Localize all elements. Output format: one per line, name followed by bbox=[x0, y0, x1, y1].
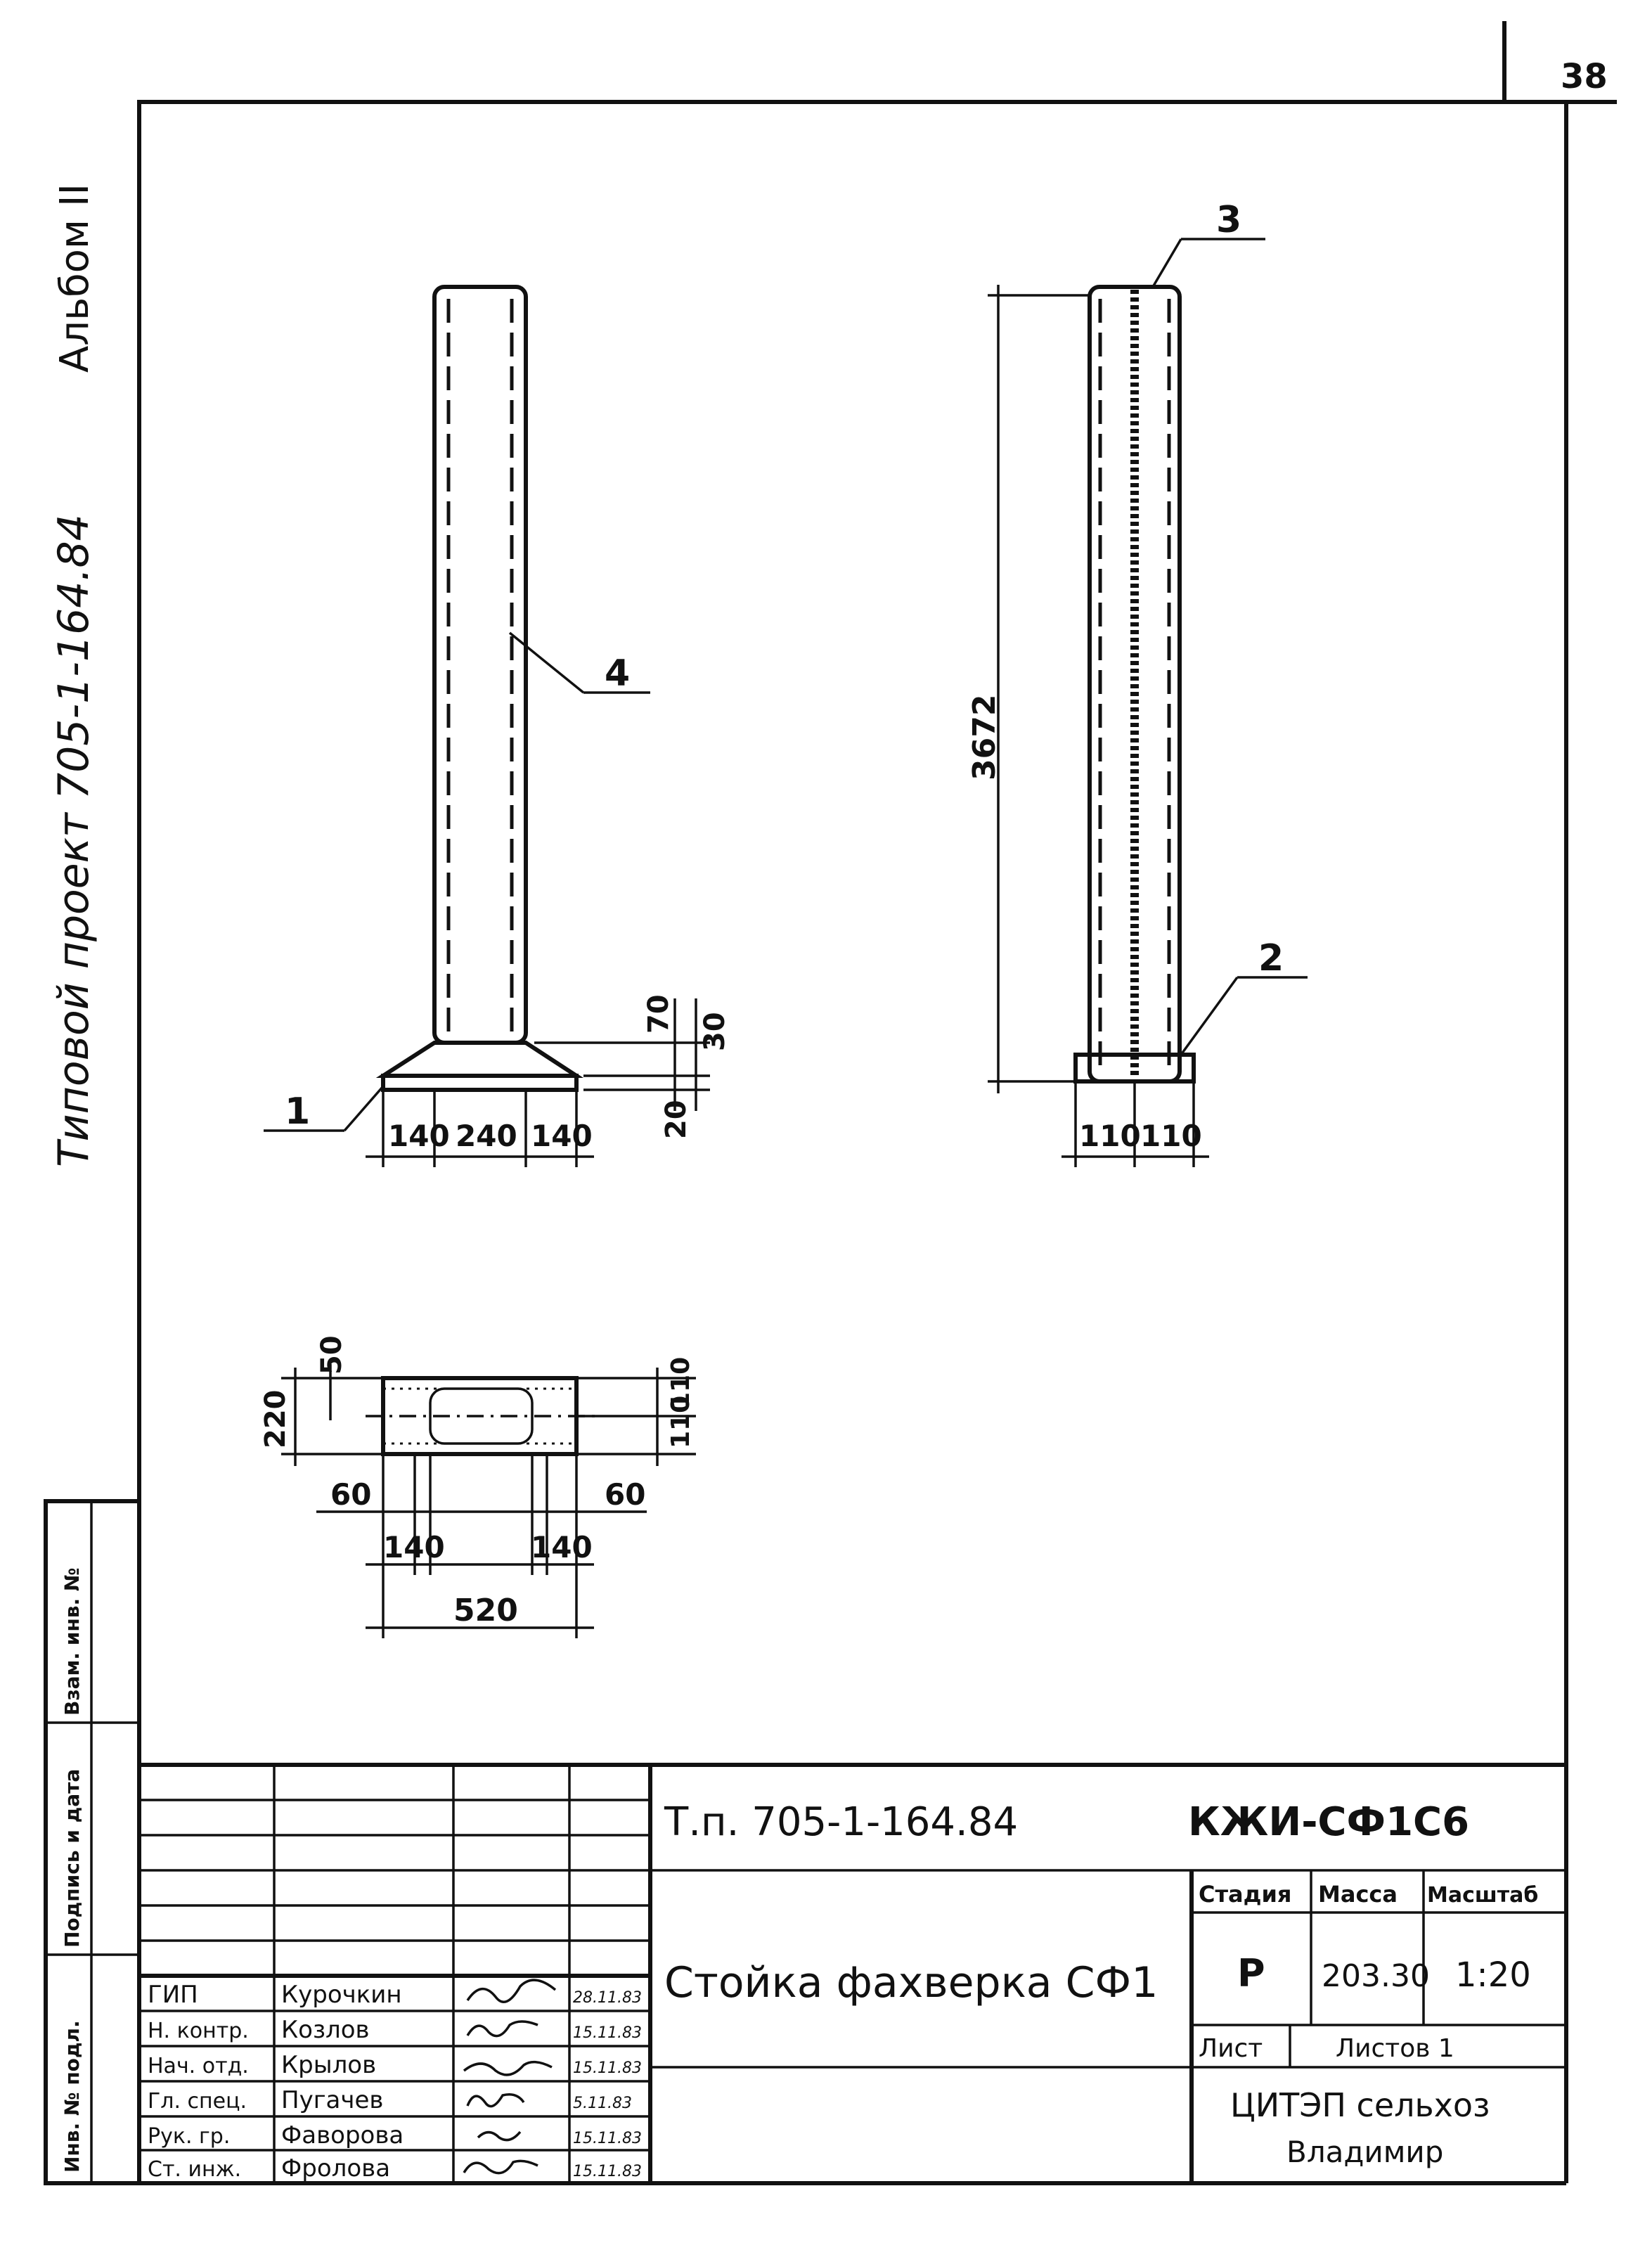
doc-code: КЖИ-СФ1С6 bbox=[1188, 1799, 1469, 1845]
front-view: 4 1 140 240 140 70 30 20 bbox=[264, 285, 731, 1167]
person-1: Козлов bbox=[281, 2016, 370, 2044]
dim-plan-60b: 60 bbox=[605, 1477, 645, 1512]
dim-side-right: 110 bbox=[1140, 1119, 1202, 1153]
dim-plan-110b: 110 bbox=[666, 1357, 695, 1410]
dim-plan-220: 220 bbox=[259, 1390, 292, 1449]
date-2: 15.11.83 bbox=[573, 2059, 642, 2077]
signature-0 bbox=[466, 1979, 557, 2003]
role-2: Нач. отд. bbox=[148, 2054, 249, 2078]
project-code: Т.п. 705-1-164.84 bbox=[664, 1799, 1018, 1845]
callout-2: 2 bbox=[1258, 937, 1284, 979]
title-block: ГИП Курочкин 28.11.83 Н. контр. Козлов 1… bbox=[139, 1763, 1566, 2183]
stamp-inv: Инв. № подл. bbox=[60, 2020, 84, 2173]
side-base-plate bbox=[1073, 1053, 1196, 1084]
person-0: Курочкин bbox=[281, 1981, 402, 2009]
org-line1: ЦИТЭП сельхоз bbox=[1230, 2086, 1490, 2124]
callout-1: 1 bbox=[285, 1091, 310, 1133]
plan-view: 220 50 110 110 60 60 140 140 520 bbox=[259, 1335, 696, 1638]
role-1: Н. контр. bbox=[148, 2019, 249, 2043]
signature-4 bbox=[477, 2130, 522, 2142]
plan-tube bbox=[429, 1387, 534, 1445]
dim-front-left: 140 bbox=[388, 1119, 450, 1153]
dim-plan-50: 50 bbox=[316, 1335, 348, 1375]
dim-front-30: 30 bbox=[699, 1012, 731, 1051]
element-name: Стойка фахверка СФ1 bbox=[664, 1958, 1158, 2007]
stamp-vzam: Взам. инв. № bbox=[60, 1567, 84, 1716]
signature-1 bbox=[466, 2020, 538, 2038]
dim-front-middle: 240 bbox=[456, 1119, 517, 1153]
callout-3: 3 bbox=[1216, 199, 1241, 241]
val-scale: 1:20 bbox=[1455, 1955, 1531, 1995]
album-label: Альбом II bbox=[52, 184, 98, 373]
date-3: 5.11.83 bbox=[573, 2095, 632, 2112]
dim-plan-60a: 60 bbox=[330, 1477, 371, 1512]
org-line2: Владимир bbox=[1286, 2135, 1443, 2169]
callout-4: 4 bbox=[605, 652, 630, 695]
dim-side-height: 3672 bbox=[967, 695, 1002, 780]
front-base-plate bbox=[381, 1074, 579, 1092]
side-title: Типовой проект 705-1-164.84 bbox=[49, 514, 98, 1167]
date-0: 28.11.83 bbox=[573, 1989, 642, 2007]
side-title-group: Типовой проект 705-1-164.84 Альбом II bbox=[49, 184, 98, 1167]
signature-5 bbox=[463, 2159, 538, 2175]
dim-plan-110a: 110 bbox=[666, 1396, 695, 1448]
hdr-mass: Масса bbox=[1318, 1881, 1398, 1908]
sheet-number: 38 bbox=[1561, 57, 1608, 96]
role-0: ГИП bbox=[148, 1981, 198, 2009]
date-5: 15.11.83 bbox=[573, 2163, 642, 2180]
dim-front-70: 70 bbox=[643, 994, 675, 1034]
dim-plan-140a: 140 bbox=[383, 1530, 445, 1564]
person-3: Пугачев bbox=[281, 2086, 383, 2114]
dim-front-right: 140 bbox=[531, 1119, 593, 1153]
person-4: Фаворова bbox=[281, 2121, 404, 2149]
person-5: Фролова bbox=[281, 2154, 390, 2182]
val-stage: Р bbox=[1237, 1951, 1265, 1995]
dim-plan-520: 520 bbox=[453, 1593, 518, 1628]
role-4: Рук. гр. bbox=[148, 2124, 230, 2149]
dim-plan-140b: 140 bbox=[531, 1530, 593, 1564]
hdr-stage: Стадия bbox=[1199, 1881, 1291, 1908]
person-2: Крылов bbox=[281, 2051, 376, 2079]
dim-side-left: 110 bbox=[1079, 1119, 1141, 1153]
signature-2 bbox=[463, 2060, 553, 2076]
signature-3 bbox=[466, 2093, 525, 2108]
role-5: Ст. инж. bbox=[148, 2157, 241, 2182]
dim-front-20: 20 bbox=[660, 1100, 692, 1139]
front-base-top bbox=[375, 1041, 584, 1078]
date-1: 15.11.83 bbox=[573, 2024, 642, 2042]
side-view: 3 2 3672 110 110 bbox=[967, 199, 1308, 1167]
role-3: Гл. спец. bbox=[148, 2089, 247, 2114]
val-mass: 203.30 bbox=[1322, 1958, 1430, 1994]
hdr-scale: Масштаб bbox=[1427, 1883, 1538, 1908]
sheet-label: Лист bbox=[1199, 2034, 1263, 2063]
stamp-sign: Подпись и дата bbox=[60, 1769, 84, 1948]
sheets-label: Листов 1 bbox=[1336, 2034, 1454, 2063]
date-4: 15.11.83 bbox=[573, 2130, 642, 2147]
